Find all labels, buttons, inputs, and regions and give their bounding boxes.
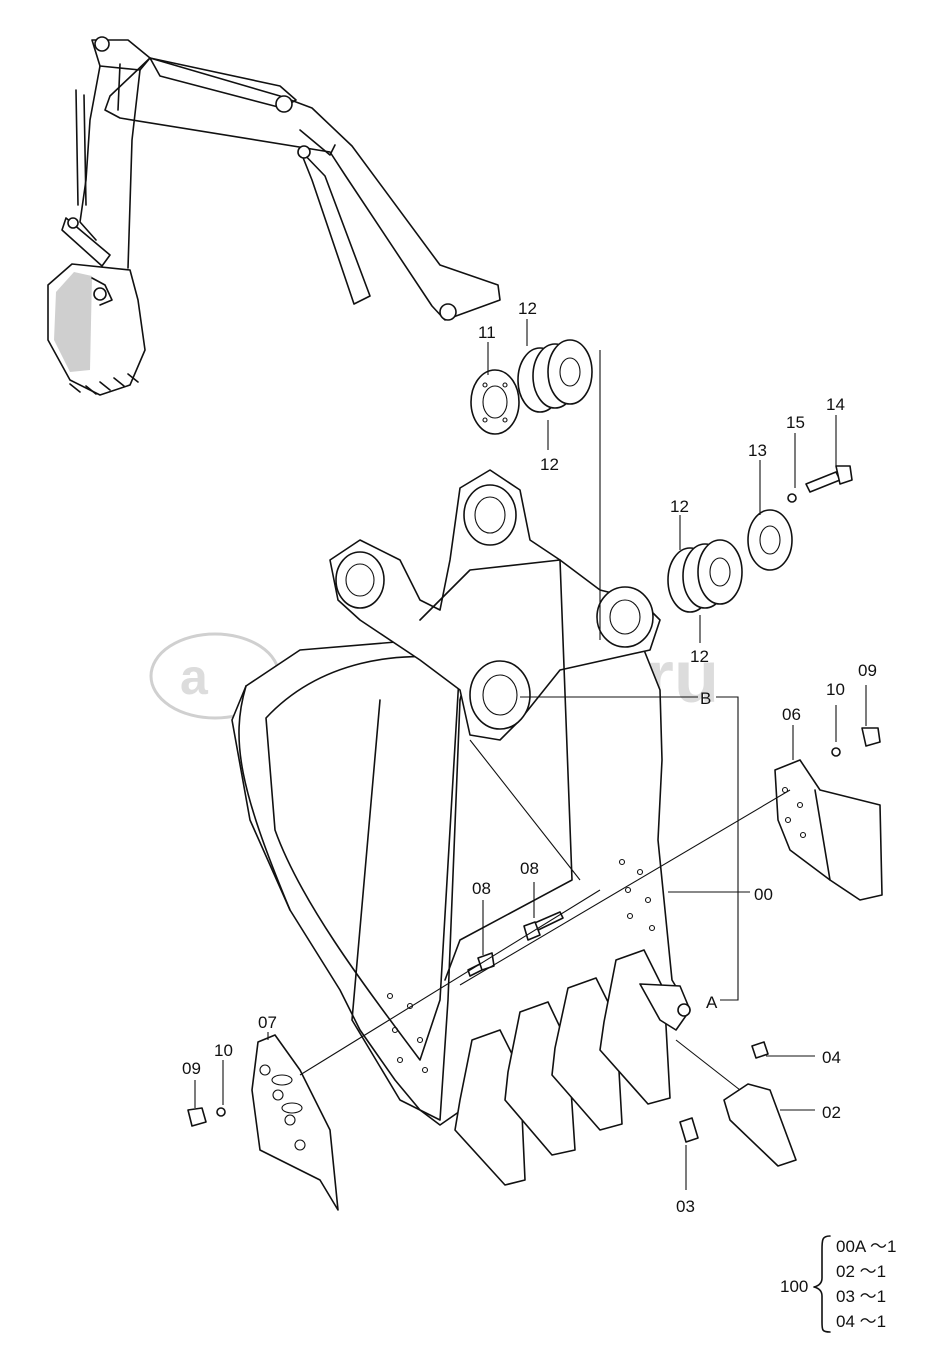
callout-00: 00 (754, 885, 773, 904)
callout-12: 12 (690, 647, 709, 666)
kit-composition: 100 00A ～1 02 ～1 03 ～1 04 ～1 (780, 1235, 897, 1333)
callout-13: 13 (748, 441, 767, 460)
kit-item: 00A ～1 (836, 1237, 897, 1256)
callout-03: 03 (676, 1197, 695, 1216)
kit-item: 04 ～1 (836, 1312, 886, 1331)
side-plate-holes (386, 858, 656, 1074)
callout-labels: 11 12 12 12 12 13 14 15 09 10 06 B 00 08… (182, 299, 877, 1216)
callout-10: 10 (214, 1041, 233, 1060)
hardware (187, 727, 881, 1167)
upper-seals (470, 339, 593, 435)
callout-08: 08 (520, 859, 539, 878)
leader-lines (194, 319, 867, 1190)
callout-12: 12 (518, 299, 537, 318)
callout-04: 04 (822, 1048, 841, 1067)
kit-item: 02 ～1 (836, 1262, 886, 1281)
right-seals (667, 465, 853, 613)
side-cutter-07 (251, 1034, 339, 1211)
svg-text:a: a (180, 649, 209, 705)
side-cutter-06 (774, 759, 883, 901)
callout-14: 14 (826, 395, 845, 414)
callout-08: 08 (472, 879, 491, 898)
bucket-teeth (454, 949, 691, 1186)
callout-15: 15 (786, 413, 805, 432)
callout-09: 09 (858, 661, 877, 680)
callout-11: 11 (478, 323, 496, 342)
callout-10: 10 (826, 680, 845, 699)
callout-12: 12 (540, 455, 559, 474)
kit-item: 03 ～1 (836, 1287, 886, 1306)
callout-07: 07 (258, 1013, 277, 1032)
kit-number: 100 (780, 1277, 808, 1296)
callout-B: B (700, 689, 711, 708)
callout-09: 09 (182, 1059, 201, 1078)
callout-06: 06 (782, 705, 801, 724)
callout-02: 02 (822, 1103, 841, 1122)
excavator-arm-illustration (47, 36, 501, 396)
callout-12: 12 (670, 497, 689, 516)
callout-A: A (706, 993, 718, 1012)
